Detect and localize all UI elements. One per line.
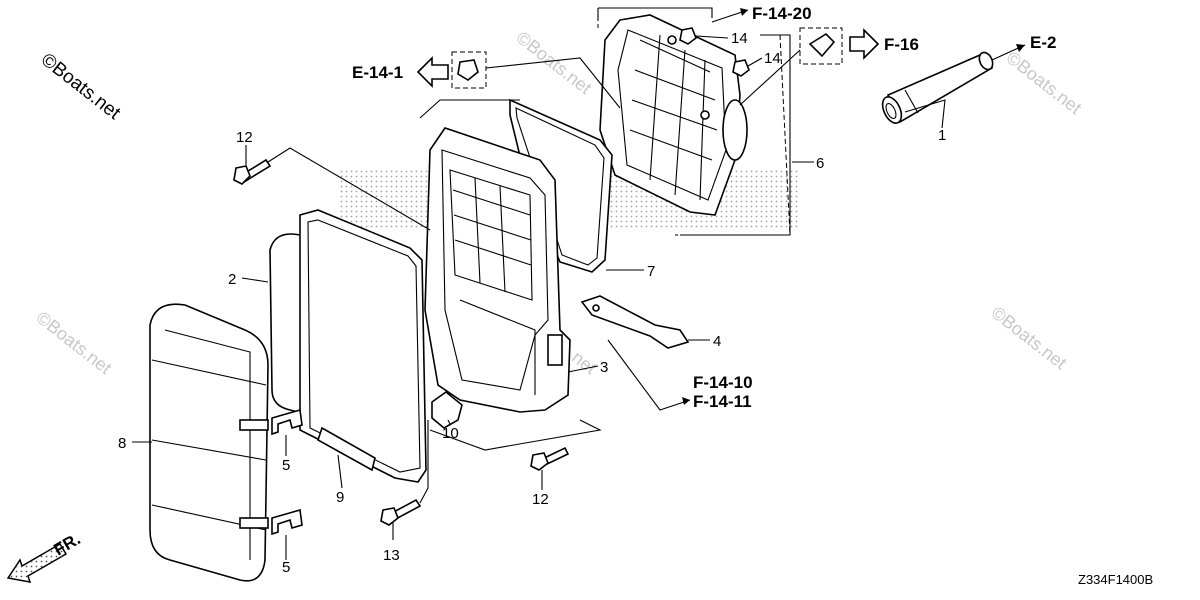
leader-3 [567,365,599,373]
watermark-faint-3: ©Boats.net [33,307,116,378]
detail-plug-part [808,32,836,58]
part-9-seal-strip [317,426,376,472]
label-part-12-top: 12 [236,129,253,146]
label-part-14-b: 14 [764,50,781,67]
ref-e141: E-14-1 [352,63,403,82]
part-10-collar [431,390,463,429]
label-part-14-a: 14 [731,30,748,47]
part-12-bolt-lower [530,446,570,471]
part-4-bracket [580,295,690,349]
part-6-cover [599,14,748,216]
part-13-bolt [380,498,422,526]
watermark-faint-1: ©Boats.net [513,27,596,98]
label-part-1: 1 [938,127,946,144]
watermark-faint-4: ©Boats.net [988,302,1071,373]
label-part-9: 9 [336,489,344,506]
arrow-f1410-leader [607,339,691,411]
watermark-faint-2: ©Boats.net [1003,47,1086,118]
part-7-gasket-inner [515,107,605,266]
part-4-bracket-hole [592,304,600,312]
label-part-7: 7 [647,263,655,280]
label-part-10: 10 [442,425,459,442]
watermark: ©Boats.net [37,49,125,124]
part-8-outer-cover [149,303,269,582]
part-3-housing [424,127,571,413]
detail-nut-part [457,59,479,81]
front-arrow-fill [8,544,66,582]
part-12-bolt-top [233,158,272,185]
part-9-gasket-loop [299,209,427,483]
leader-plug [739,49,801,106]
ref-f1410: F-14-10 [693,373,753,392]
label-part-12-lower: 12 [532,491,549,508]
leader-14a [695,35,729,39]
part-5-clip-upper [271,408,303,436]
detail-box-nut [451,51,487,89]
leader-12-top-assembly [267,147,431,231]
part-14-nut-b [732,59,750,77]
ref-f16: F-16 [884,35,919,54]
leader-9 [337,454,343,489]
label-part-4: 4 [713,333,721,350]
assembly-bracket-6 [597,7,791,236]
part-14-nut-a [679,27,697,45]
ref-f1411: F-14-11 [693,392,752,411]
label-part-13: 13 [383,547,400,564]
drawing-code: Z334F1400B [1078,572,1153,587]
arrow-f1410-head [682,397,690,405]
part-5-clip-lower [271,508,303,536]
arrow-e2-head [1016,44,1025,52]
arrow-left-e141 [416,56,449,88]
arrow-f1420-head [740,8,748,16]
label-part-3: 3 [600,359,608,376]
label-part-5-lower: 5 [282,559,290,576]
arrow-right-f16 [849,28,880,60]
ref-f1420: F-14-20 [752,4,812,23]
leader-10 [447,419,451,425]
leader-13-up [419,420,429,504]
leader-e141-nut [485,57,621,109]
part-1-tube [881,51,994,124]
leader-14b [747,57,763,67]
ref-e2: E-2 [1030,33,1056,52]
part-9-gasket-loop-inner [307,219,421,473]
label-part-2: 2 [228,271,236,288]
leader-2 [241,277,269,283]
detail-box-plug [799,27,843,65]
leader-1 [904,99,946,129]
label-part-8: 8 [118,435,126,452]
label-part-5-upper: 5 [282,457,290,474]
label-part-6: 6 [816,155,824,172]
